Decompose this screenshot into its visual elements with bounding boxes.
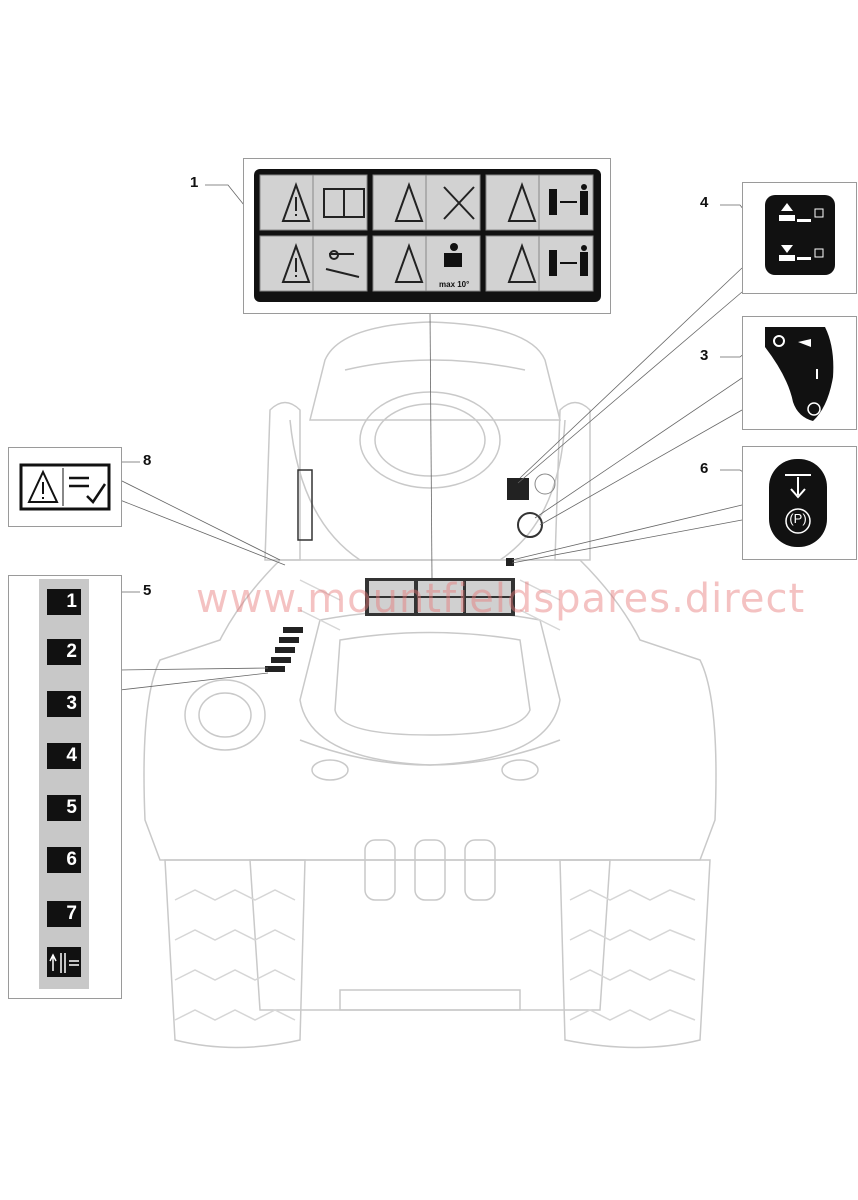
height-step-2: 2 bbox=[47, 639, 81, 665]
brake-symbol-text: (P) bbox=[789, 511, 807, 526]
height-step-6: 6 bbox=[47, 847, 81, 873]
height-step-4: 4 bbox=[47, 743, 81, 769]
decal-5-cutting-height[interactable]: 1 2 3 4 5 6 7 bbox=[8, 575, 122, 999]
height-step-1: 1 bbox=[47, 589, 81, 615]
decal-4-deck-lift[interactable] bbox=[742, 182, 857, 294]
slope-limit-text: max 10° bbox=[439, 280, 469, 289]
callout-number: 6 bbox=[700, 460, 709, 477]
callout-number: 3 bbox=[700, 347, 709, 364]
deck-lift-icon bbox=[765, 195, 835, 275]
decal-6-parking-brake[interactable]: (P) bbox=[742, 446, 857, 560]
callout-number: 8 bbox=[143, 452, 152, 469]
height-step-5: 5 bbox=[47, 795, 81, 821]
callout-number: 1 bbox=[190, 174, 199, 191]
height-step-3: 3 bbox=[47, 691, 81, 717]
callout-number: 4 bbox=[700, 194, 709, 211]
decal-3-throttle[interactable] bbox=[742, 316, 857, 430]
watermark: www.mountfieldspares.direct bbox=[196, 576, 806, 622]
parking-brake-icon bbox=[769, 459, 827, 547]
callout-number: 5 bbox=[143, 582, 152, 599]
cutting-height-icon bbox=[47, 947, 81, 977]
safety-pictograms: max 10° bbox=[254, 169, 601, 302]
warning-check-icon bbox=[19, 463, 111, 511]
throttle-decal-shape bbox=[765, 327, 834, 421]
height-step-7: 7 bbox=[47, 901, 81, 927]
decal-8-warning-check[interactable] bbox=[8, 447, 122, 527]
decal-1-safety-warnings[interactable]: max 10° bbox=[243, 158, 611, 314]
